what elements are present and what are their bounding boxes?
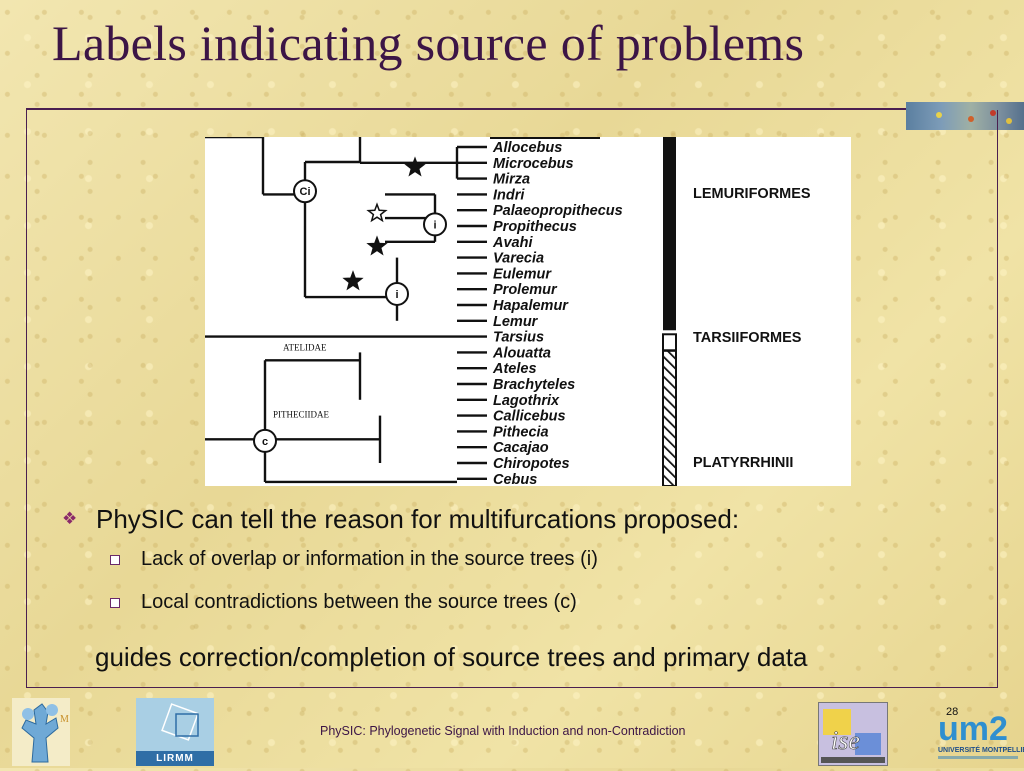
title-divider [26, 108, 906, 110]
cut-off-taxon-label [490, 137, 600, 139]
ise-logo: ise [818, 702, 888, 766]
taxon-label: Prolemur [493, 282, 558, 298]
lemuriformes-bar [663, 137, 676, 331]
um2-logo-text: um2 [938, 710, 1008, 748]
mab-logo-text: M A B [60, 714, 70, 725]
phylogeny-tree-svg: AllocebusMicrocebusMirzaIndriPalaeopropi… [205, 137, 811, 486]
family-label: PITHECIIDAE [273, 409, 329, 419]
node-label-circle [253, 428, 277, 453]
footer-caption: PhySIC: Phylogenetic Signal with Inducti… [320, 724, 686, 738]
node-label-text: c [262, 436, 268, 448]
conclusion-text: guides correction/completion of source t… [95, 642, 808, 672]
square-bullet-icon [110, 555, 120, 565]
taxon-label: Pithecia [493, 424, 549, 440]
group-label: TARSIIFORMES [693, 330, 802, 346]
square-bullet-icon [110, 598, 120, 608]
taxon-label: Microcebus [493, 156, 574, 172]
sub-bullet-text: Local contradictions between the source … [141, 591, 577, 613]
um2-logo: um2 UNIVERSITÉ MONTPELLIER 2 [936, 700, 1024, 766]
mab-logo: M A B [12, 698, 87, 766]
content-frame [26, 110, 998, 688]
node-label-text: Ci [300, 186, 311, 198]
filled-star-icon [366, 235, 388, 256]
group-label: LEMURIFORMES [693, 186, 811, 202]
node-label-text: i [433, 219, 436, 231]
taxon-label: Avahi [492, 235, 533, 251]
taxon-label: Tarsius [493, 330, 544, 346]
taxon-label: Ateles [492, 361, 537, 377]
taxon-label: Lemur [493, 314, 539, 330]
ise-logo-text: ise [831, 726, 860, 755]
decorative-banner-image [906, 102, 1024, 130]
taxon-label: Eulemur [493, 266, 552, 282]
family-label: ATELIDAE [283, 342, 327, 352]
taxon-label: Mirza [493, 172, 530, 188]
filled-star-icon [342, 270, 364, 291]
page-number: 28 [946, 706, 959, 718]
taxon-label: Chiropotes [493, 456, 570, 472]
um2-logo-caption: UNIVERSITÉ MONTPELLIER 2 [938, 745, 1024, 754]
sub-bullet-text: Lack of overlap or information in the so… [141, 548, 598, 570]
main-bullet-text: PhySIC can tell the reason for multifurc… [96, 504, 740, 534]
taxon-label: Alouatta [492, 345, 551, 361]
taxon-label: Palaeopropithecus [493, 203, 623, 219]
taxon-label: Propithecus [493, 219, 577, 235]
node-label-circle [385, 281, 409, 306]
taxon-label: Callicebus [493, 409, 566, 425]
taxon-label: Cacajao [493, 440, 549, 456]
lirmm-logo-text: LIRMM [136, 751, 214, 766]
slide-title: Labels indicating source of problems [52, 15, 805, 71]
node-label-text: i [395, 289, 398, 301]
taxon-label: Indri [493, 187, 525, 203]
taxon-label: Brachyteles [493, 377, 575, 393]
filled-star-icon [404, 156, 426, 177]
platyrrhinii-bar [662, 349, 677, 486]
taxon-label: Cebus [493, 472, 537, 486]
taxon-label: Lagothrix [493, 393, 560, 409]
taxon-label: Varecia [493, 251, 544, 267]
lirmm-logo: LIRMM [136, 698, 214, 766]
taxon-label: Hapalemur [493, 298, 569, 314]
node-label-circle [423, 212, 447, 237]
diamond-bullet-icon: ❖ [62, 509, 78, 528]
open-star-icon [366, 202, 388, 223]
node-label-circle [293, 179, 317, 204]
taxon-label: Allocebus [492, 140, 562, 156]
tarsiiformes-box [662, 333, 677, 352]
group-label: PLATYRRHINII [693, 455, 793, 471]
